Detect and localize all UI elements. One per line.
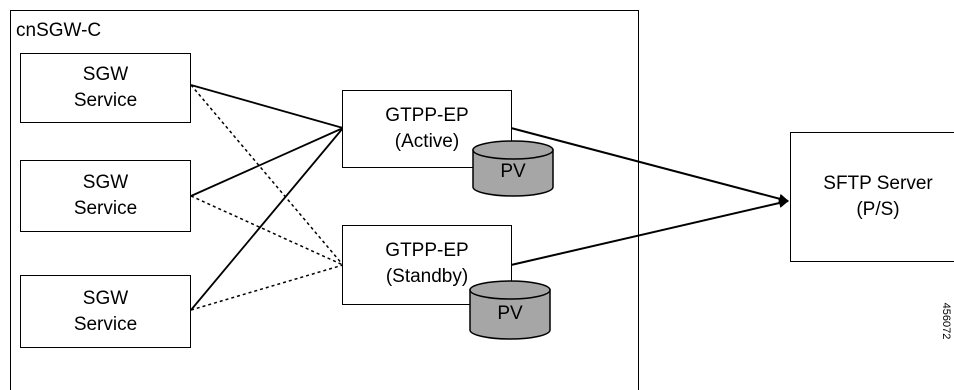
gtpp-standby-line1: GTPP-EP [385, 240, 469, 261]
sftp-line1: SFTP Server [823, 173, 933, 194]
link-sgw3-standby [190, 264, 344, 311]
link-sgw3-active [190, 127, 344, 311]
pv-active-label: PV [500, 161, 526, 182]
sftp-line2: (P/S) [856, 199, 900, 220]
arrow-standby-sftp [510, 198, 789, 266]
gtpp-ep-active: GTPP-EP (Active) [342, 90, 512, 168]
sgw-service-2: SGW Service [20, 160, 191, 232]
gtpp-standby-line2: (Standby) [385, 266, 469, 287]
sgw-service-3-line2: Service [73, 313, 138, 335]
sgw-service-3: SGW Service [20, 275, 191, 348]
connections [190, 84, 789, 311]
sgw-service-1: SGW Service [20, 53, 191, 123]
link-sgw1-active [190, 84, 344, 129]
gtpp-active-line2: (Active) [394, 131, 460, 152]
arrow-active-sftp [510, 127, 789, 204]
link-sgw2-standby [190, 195, 344, 266]
sgw-service-2-line1: SGW [82, 172, 129, 193]
link-sgw2-active [190, 127, 344, 197]
link-sgw1-standby [190, 84, 344, 266]
figure-id: 456072 [940, 302, 952, 340]
sgw-service-1-line2: Service [73, 90, 138, 111]
cluster-label: cnSGW-C [16, 20, 102, 41]
sgw-service-3-line1: SGW [82, 287, 129, 309]
pv-standby-label: PV [497, 303, 523, 324]
sgw-service-2-line2: Service [73, 198, 138, 219]
gtpp-active-line1: GTPP-EP [385, 105, 469, 126]
sftp-server: SFTP Server (P/S) [790, 132, 954, 262]
gtpp-ep-standby: GTPP-EP (Standby) [342, 225, 512, 305]
sgw-service-1-line1: SGW [82, 64, 129, 85]
cnsgw-c-cluster [10, 10, 639, 390]
